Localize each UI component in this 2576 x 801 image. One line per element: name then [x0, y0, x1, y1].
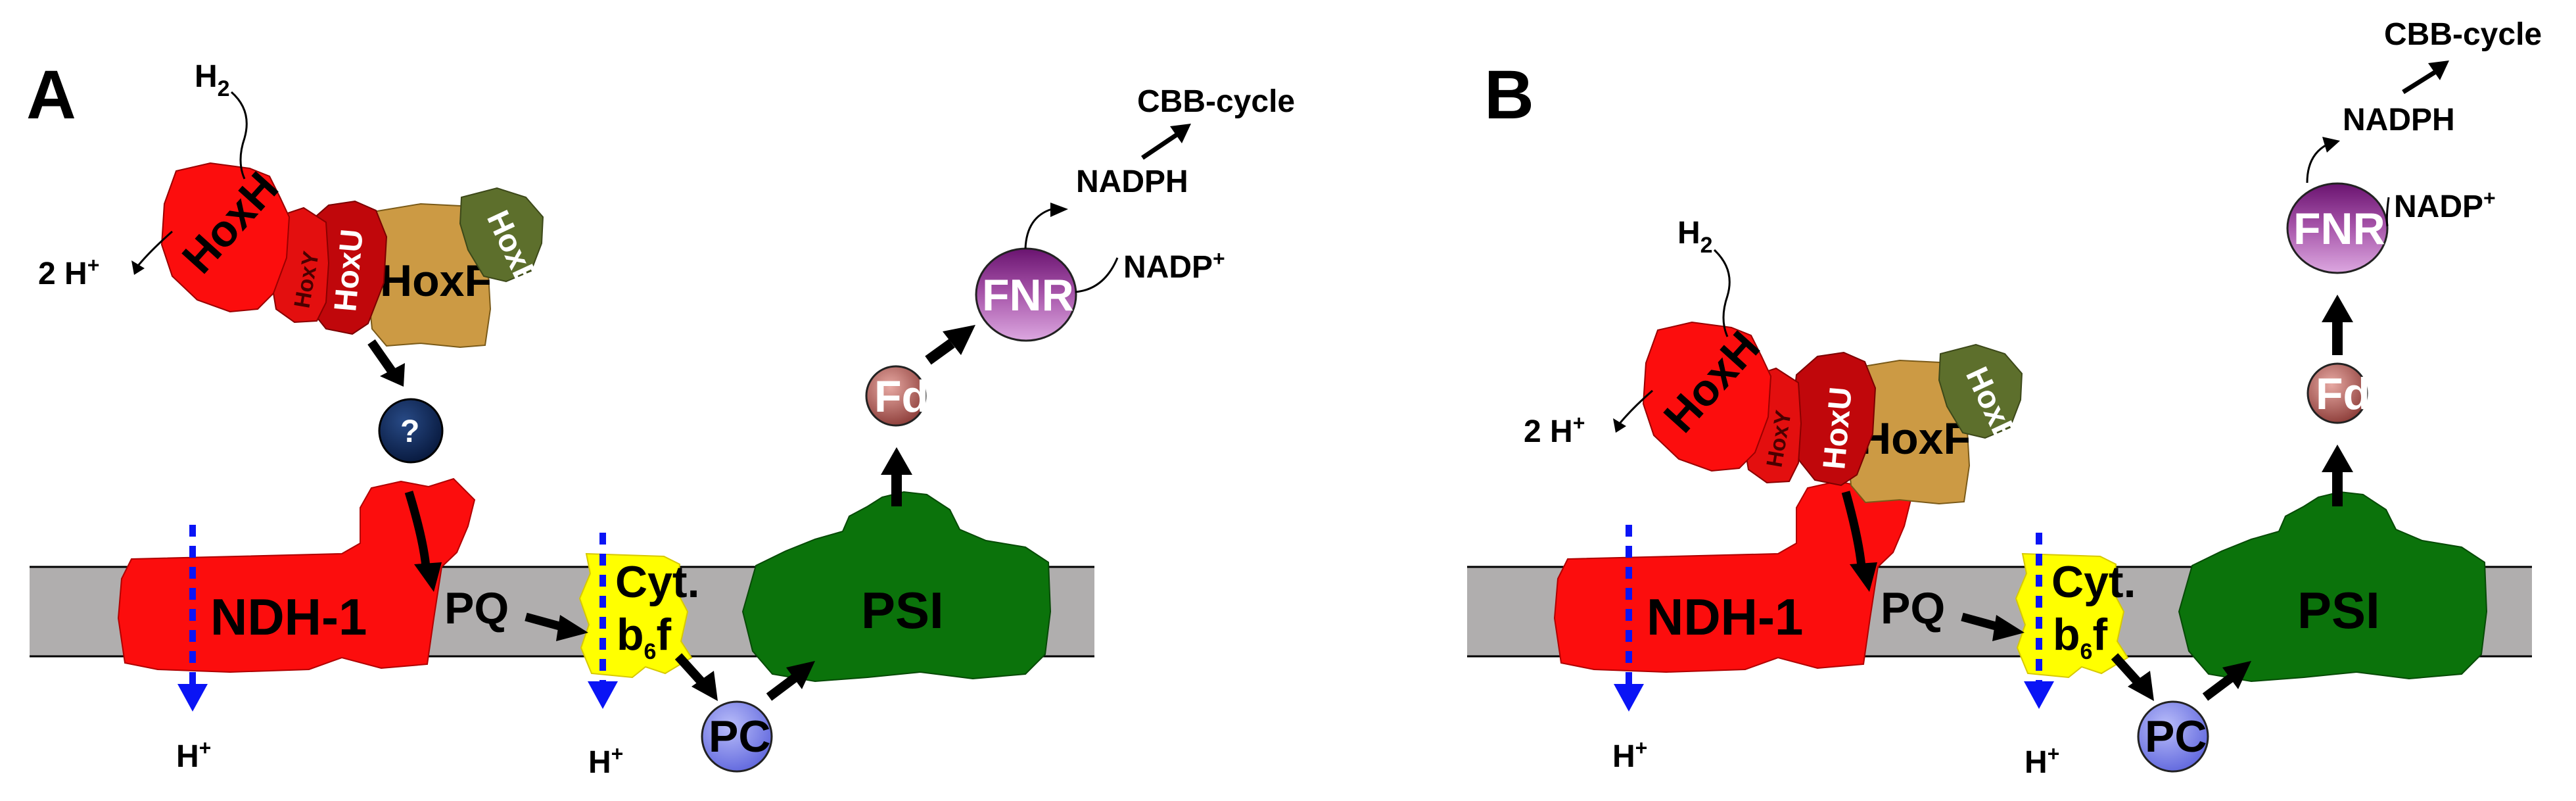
fd-b: [2307, 362, 2368, 424]
cyt-label-a: Cyt.: [615, 557, 699, 607]
pc-b: [2137, 700, 2209, 773]
psi-complex-a: [741, 491, 1052, 683]
svg-text:H+: H+: [2025, 742, 2059, 780]
ndh1-label-a: NDH-1: [210, 588, 367, 646]
panel-b-letter: B: [1484, 57, 1534, 134]
h-left-a: H: [176, 739, 199, 774]
ndh1-label-b: NDH-1: [1647, 588, 1803, 646]
svg-text:H+: H+: [588, 742, 623, 780]
nadph-a: NADPH: [1076, 164, 1188, 199]
protons-out-b: 2 H: [1524, 414, 1573, 449]
pq-label-b: PQ: [1881, 583, 1945, 633]
protons-out-sup-b: +: [1573, 411, 1585, 435]
h-right-sup-b: +: [2048, 742, 2060, 765]
svg-text:b6f: b6f: [617, 610, 671, 664]
h2-sub-a: 2: [218, 76, 230, 101]
nadp-b: NADP: [2394, 189, 2483, 224]
cyt-f-a: f: [656, 610, 671, 660]
h2-a: H: [195, 59, 218, 94]
cbb-a: CBB-cycle: [1137, 84, 1295, 119]
cyt-label-b: Cyt.: [2051, 557, 2136, 607]
svg-text:H2: H2: [1677, 216, 1713, 258]
svg-text:NADP+: NADP+: [2394, 186, 2496, 224]
psi-complex-b: [2178, 491, 2488, 683]
ndh1-complex-b: [1553, 477, 1912, 673]
pc-a: [701, 700, 773, 773]
hoxE-a: [459, 187, 544, 283]
unknown-carrier-a: [378, 398, 444, 464]
h2-sub-b: 2: [1700, 233, 1713, 258]
nadph-b: NADPH: [2343, 103, 2455, 137]
cyt-b-b: b: [2053, 610, 2080, 660]
fnr-label-b: FNR: [2293, 204, 2385, 254]
hoxF-label-a: HoxF: [380, 256, 492, 306]
nadp-sup-b: +: [2483, 186, 2496, 210]
cyt-sub-a: 6: [644, 639, 657, 664]
pc-label-a: PC: [709, 712, 770, 762]
svg-text:2 H+: 2 H+: [38, 253, 99, 291]
svg-text:H+: H+: [1612, 736, 1647, 774]
cyt-b6f-a: [578, 552, 693, 679]
nadp-sup-a: +: [1213, 247, 1225, 270]
pc-label-b: PC: [2145, 712, 2207, 762]
h-left-b: H: [1612, 739, 1635, 774]
fd-label-a: Fd: [874, 372, 929, 422]
cyt-b-a: b: [617, 610, 644, 660]
h-left-sup-b: +: [1635, 736, 1648, 760]
cbb-b: CBB-cycle: [2384, 17, 2542, 52]
hoxU-label-a: HoxU: [328, 228, 370, 312]
h-left-sup-a: +: [199, 736, 212, 760]
hoxH-b: [1642, 321, 1772, 472]
fnr-label-a: FNR: [982, 270, 1074, 320]
svg-text:H2: H2: [195, 59, 230, 101]
panel-a: A NDH-1 PQ Cyt. b6f PSI PC Fd FNR NADP+ …: [26, 57, 1295, 780]
svg-text:b6f: b6f: [2053, 610, 2107, 664]
hoxU-label-b: HoxU: [1817, 385, 1859, 470]
svg-text:2 H+: 2 H+: [1524, 411, 1585, 449]
fd-label-b: Fd: [2316, 369, 2370, 419]
hoxF-label-b: HoxF: [1859, 414, 1971, 464]
panel-b: B NDH-1 PQ Cyt. b6f PSI PC Fd FNR NADP+ …: [1467, 17, 2542, 780]
h-right-a: H: [588, 745, 611, 780]
svg-text:NADP+: NADP+: [1123, 247, 1225, 285]
cyt-f-b: f: [2092, 610, 2107, 660]
nadp-a: NADP: [1123, 250, 1213, 285]
cyt-b6f-b: [2015, 552, 2129, 679]
panel-a-letter: A: [26, 57, 76, 134]
h2-b: H: [1677, 216, 1700, 251]
psi-label-b: PSI: [2297, 581, 2380, 639]
unknown-label-a: ?: [400, 414, 419, 449]
protons-out-sup-a: +: [87, 253, 100, 277]
psi-label-a: PSI: [861, 581, 944, 639]
pq-label-a: PQ: [444, 583, 509, 633]
cyt-sub-b: 6: [2080, 639, 2093, 664]
hoxH-a: [160, 162, 291, 313]
ndh1-complex-a: [117, 477, 476, 673]
h-right-b: H: [2025, 745, 2048, 780]
hoxE-b: [1938, 343, 2023, 439]
fnr-b: [2286, 182, 2389, 274]
protons-out-a: 2 H: [38, 256, 87, 291]
h-right-sup-a: +: [611, 742, 624, 765]
fd-a: [865, 365, 927, 427]
svg-text:H+: H+: [176, 736, 211, 774]
